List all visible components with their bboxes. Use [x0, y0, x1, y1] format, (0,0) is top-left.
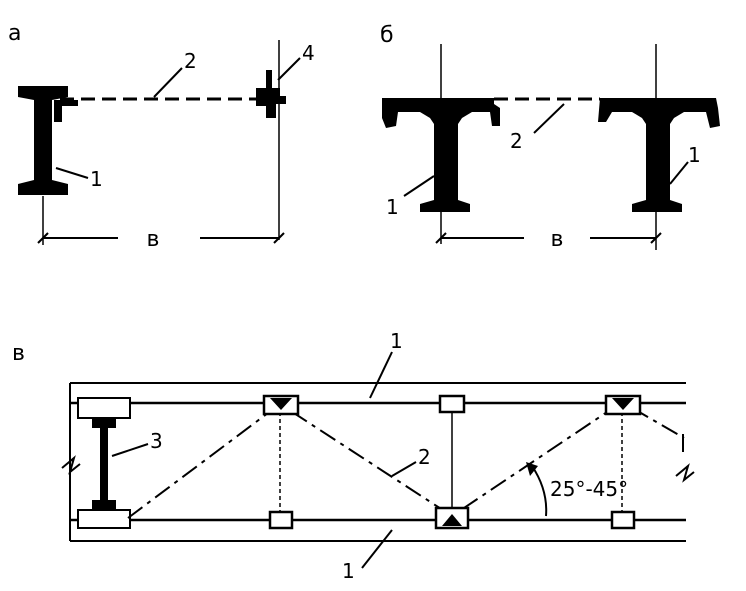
panel-a-dim-label: в — [147, 227, 160, 252]
panel-c-callout-1-top: 1 — [390, 329, 403, 353]
panel-c-ibeam-web — [100, 428, 108, 500]
panel-c-letter: в — [12, 341, 25, 366]
panel-c-top-gusset-1-fill — [270, 398, 292, 410]
panel-c-top-gusset-3-fill — [612, 398, 634, 410]
panel-a-dim-tick-left — [37, 232, 49, 244]
panel-b-leader-1a — [403, 175, 435, 197]
panel-a-callout-4: 4 — [302, 41, 315, 65]
panel-c-callout-2: 2 — [418, 445, 431, 469]
panel-c-ibeam-bottom-flange — [77, 509, 131, 529]
panel-b-leader-2 — [533, 103, 565, 134]
panel-b-callout-2: 2 — [510, 129, 523, 153]
panel-a: а в 1 2 4 — [8, 21, 315, 252]
panel-c-left-break — [61, 455, 81, 475]
panel-b-dim-tick-left — [435, 232, 447, 244]
panel-c-leader-2 — [391, 461, 417, 477]
panel-a-letter: а — [8, 21, 21, 46]
panel-c-ibeam-bottom-cap — [92, 500, 116, 510]
panel-c-top-plate-2 — [438, 394, 466, 414]
panel-b-letter: б — [380, 23, 394, 48]
panel-c-callout-1-bottom: 1 — [342, 559, 355, 583]
panel-c-leader-1-bottom — [361, 529, 393, 569]
panel-b: б в 2 1 1 — [380, 23, 720, 252]
panel-a-ibeam — [18, 86, 68, 195]
panel-a-callout-1: 1 — [90, 167, 103, 191]
panel-c-bottom-plate-3 — [610, 510, 636, 530]
panel-b-callout-1a: 1 — [386, 195, 399, 219]
panel-b-leader-1b — [669, 161, 689, 185]
panel-c-callout-3: 3 — [150, 429, 163, 453]
panel-c-ibeam-top-flange — [77, 397, 131, 419]
panel-b-callout-1b: 1 — [688, 143, 701, 167]
panel-c-zigzag-bracing — [127, 400, 685, 519]
panel-b-dim-tick-right — [650, 232, 662, 244]
panel-c-leader-1-top — [369, 351, 393, 399]
panel-a-dim-tick-right — [273, 232, 285, 244]
panel-c-angle-arc — [531, 465, 548, 517]
panel-a-leader-4 — [277, 57, 301, 81]
panel-a-right-gusset — [256, 70, 286, 118]
panel-c-ibeam-top-cap — [92, 418, 116, 428]
panel-b-right-tee — [598, 98, 720, 212]
panel-a-callout-2: 2 — [184, 49, 197, 73]
panel-c-angle-label: 25°-45° — [550, 477, 628, 501]
panel-c-angle-arrowhead — [526, 462, 538, 476]
panel-c-right-break — [675, 463, 695, 483]
panel-c-bottom-gusset-2-fill — [442, 514, 462, 526]
panel-a-leader-1 — [55, 167, 89, 179]
panel-b-left-tee — [382, 98, 500, 212]
panel-c: в — [12, 329, 695, 583]
panel-c-bottom-plate-1 — [268, 510, 294, 530]
panel-c-leader-3 — [111, 443, 149, 457]
panel-a-leader-2 — [153, 67, 183, 98]
panel-b-dim-label: в — [551, 227, 564, 252]
panel-a-left-angle — [54, 100, 78, 122]
